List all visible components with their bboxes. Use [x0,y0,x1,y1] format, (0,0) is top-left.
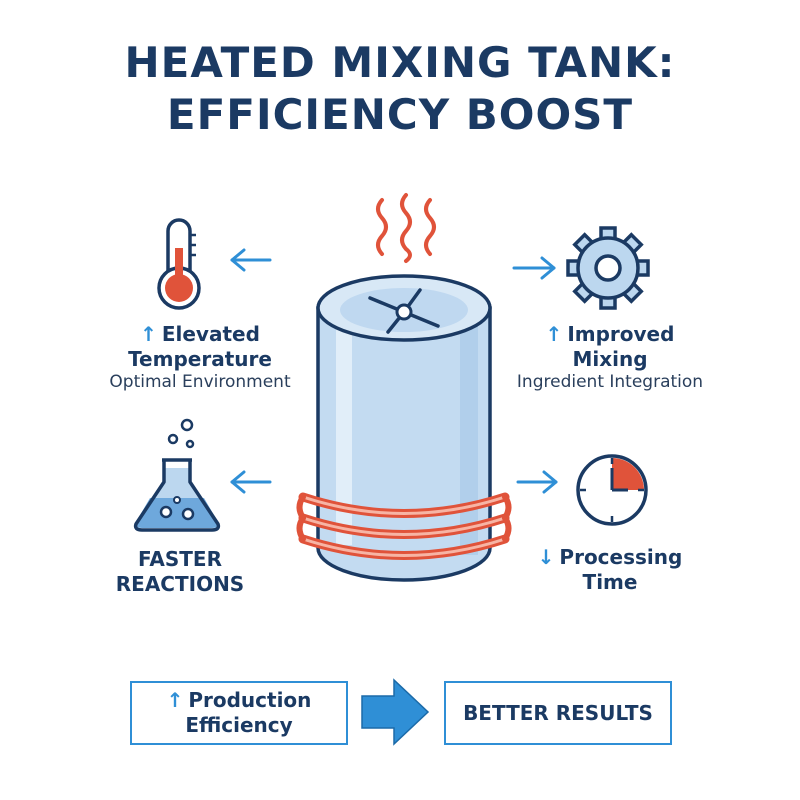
result-arrow [361,678,430,746]
flask-icon [133,418,221,532]
processing-line2: Time [582,570,638,594]
arrow-to-gear [512,256,556,280]
mixing-line1: Improved [567,322,675,346]
title-line-1: HEATED MIXING TANK: [124,38,676,87]
arrow-to-flask [230,470,272,494]
up-arrow-icon: ↑ [166,688,184,712]
production-efficiency-box: ↑Production Efficiency [130,681,348,745]
title-line-2: EFFICIENCY BOOST [166,90,634,139]
arrow-to-thermometer [230,248,272,272]
production-line1: Production [188,688,312,712]
thermometer-icon [157,218,201,310]
gear-icon [566,226,650,310]
up-arrow-icon: ↑ [140,322,157,346]
temperature-sub: Optimal Environment [109,372,291,392]
better-results-box: BETTER RESULTS [444,681,672,745]
temperature-line1: Elevated [161,322,260,346]
heat-waves-icon [376,193,436,263]
reactions-line1: FASTER [138,547,222,571]
heating-coils [296,492,512,560]
production-line2: Efficiency [185,713,293,737]
mixing-label: ↑Improved Mixing Ingredient Integration [500,322,720,393]
reactions-label: FASTER REACTIONS [80,547,280,597]
mixing-tank-icon [296,274,512,582]
processing-label: ↓Processing Time [510,545,710,595]
better-results-label: BETTER RESULTS [463,700,653,725]
clock-icon [576,454,648,526]
up-arrow-icon: ↑ [545,322,563,346]
reactions-line2: REACTIONS [115,572,245,596]
temperature-line2: Temperature [128,347,272,371]
processing-line1: Processing [559,545,683,569]
down-arrow-icon: ↓ [537,545,555,569]
connector-arrows [230,248,558,494]
temperature-label: ↑Elevated Temperature Optimal Environmen… [90,322,310,393]
arrow-to-clock [516,470,558,494]
mixing-sub: Ingredient Integration [516,372,704,392]
mixing-line2: Mixing [572,347,648,371]
